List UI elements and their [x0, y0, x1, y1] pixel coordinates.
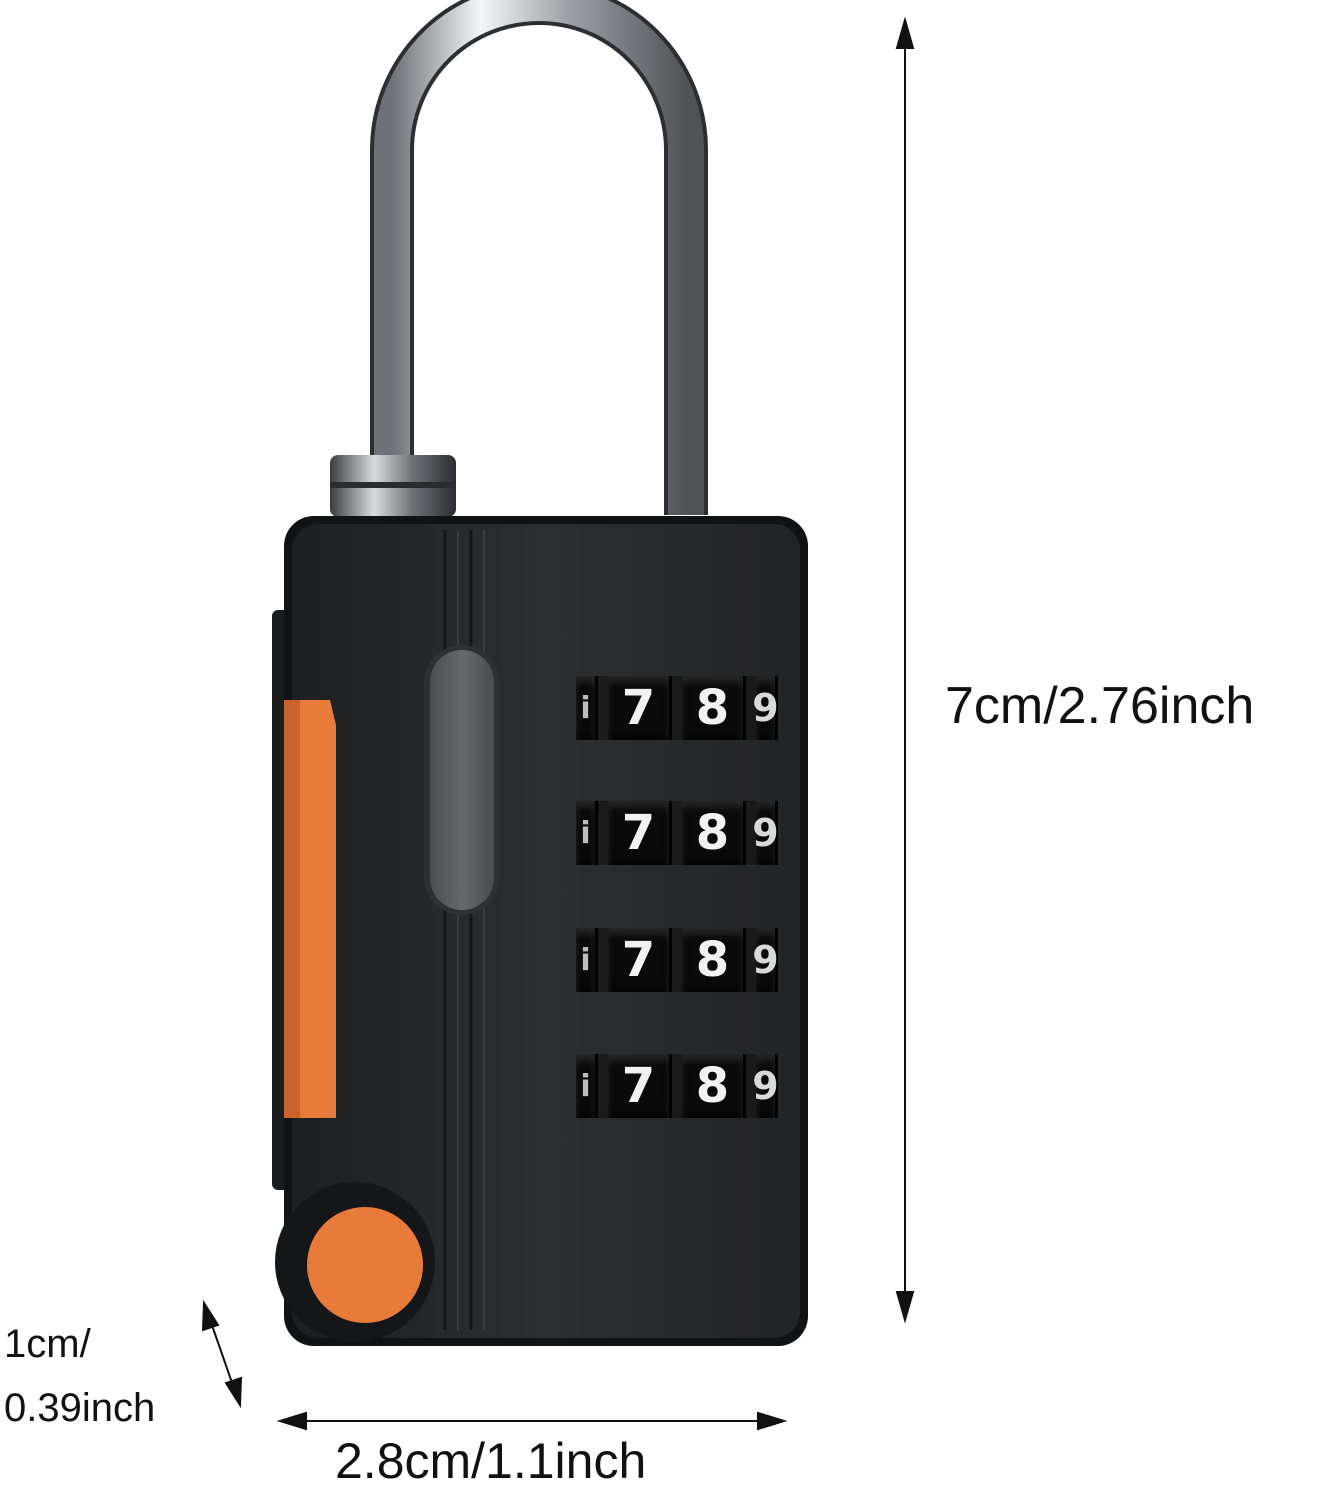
dial-digit[interactable]: 9	[752, 676, 779, 740]
dial-digit[interactable]: i	[576, 928, 598, 992]
dial-separator	[746, 676, 756, 740]
dial-digit[interactable]: 9	[752, 801, 779, 865]
dial-digit[interactable]: 7	[608, 676, 672, 740]
dial-separator	[598, 676, 608, 740]
dial-digit[interactable]: 8	[682, 676, 746, 740]
dial-digit[interactable]: i	[576, 801, 598, 865]
dial-separator	[672, 1054, 682, 1118]
dial-digit[interactable]: 8	[682, 928, 746, 992]
height-label: 7cm/2.76inch	[945, 677, 1255, 735]
dial-digit[interactable]: 8	[682, 1054, 746, 1118]
width-label: 2.8cm/1.1inch	[335, 1433, 647, 1489]
dial-separator	[598, 928, 608, 992]
dial-separator	[672, 801, 682, 865]
dial-separator	[672, 928, 682, 992]
dial-separator	[746, 1054, 756, 1118]
dial-digit[interactable]: 7	[608, 801, 672, 865]
reset-dot	[307, 1207, 423, 1323]
dial-separator	[598, 1054, 608, 1118]
dial-separator	[598, 801, 608, 865]
dial-digit[interactable]: 9	[752, 928, 779, 992]
depth-label-line2: 0.39inch	[4, 1386, 156, 1430]
dial-separator	[746, 801, 756, 865]
dial-digit[interactable]: i	[576, 676, 598, 740]
dial-separator	[672, 676, 682, 740]
dial-separator	[746, 928, 756, 992]
dial-digit[interactable]: 7	[608, 1054, 672, 1118]
dial-digit[interactable]: i	[576, 1054, 598, 1118]
dial-digit[interactable]: 7	[608, 928, 672, 992]
dial-digit[interactable]: 8	[682, 801, 746, 865]
depth-label-line1: 1cm/	[4, 1322, 91, 1366]
dial-digit[interactable]: 9	[752, 1054, 779, 1118]
